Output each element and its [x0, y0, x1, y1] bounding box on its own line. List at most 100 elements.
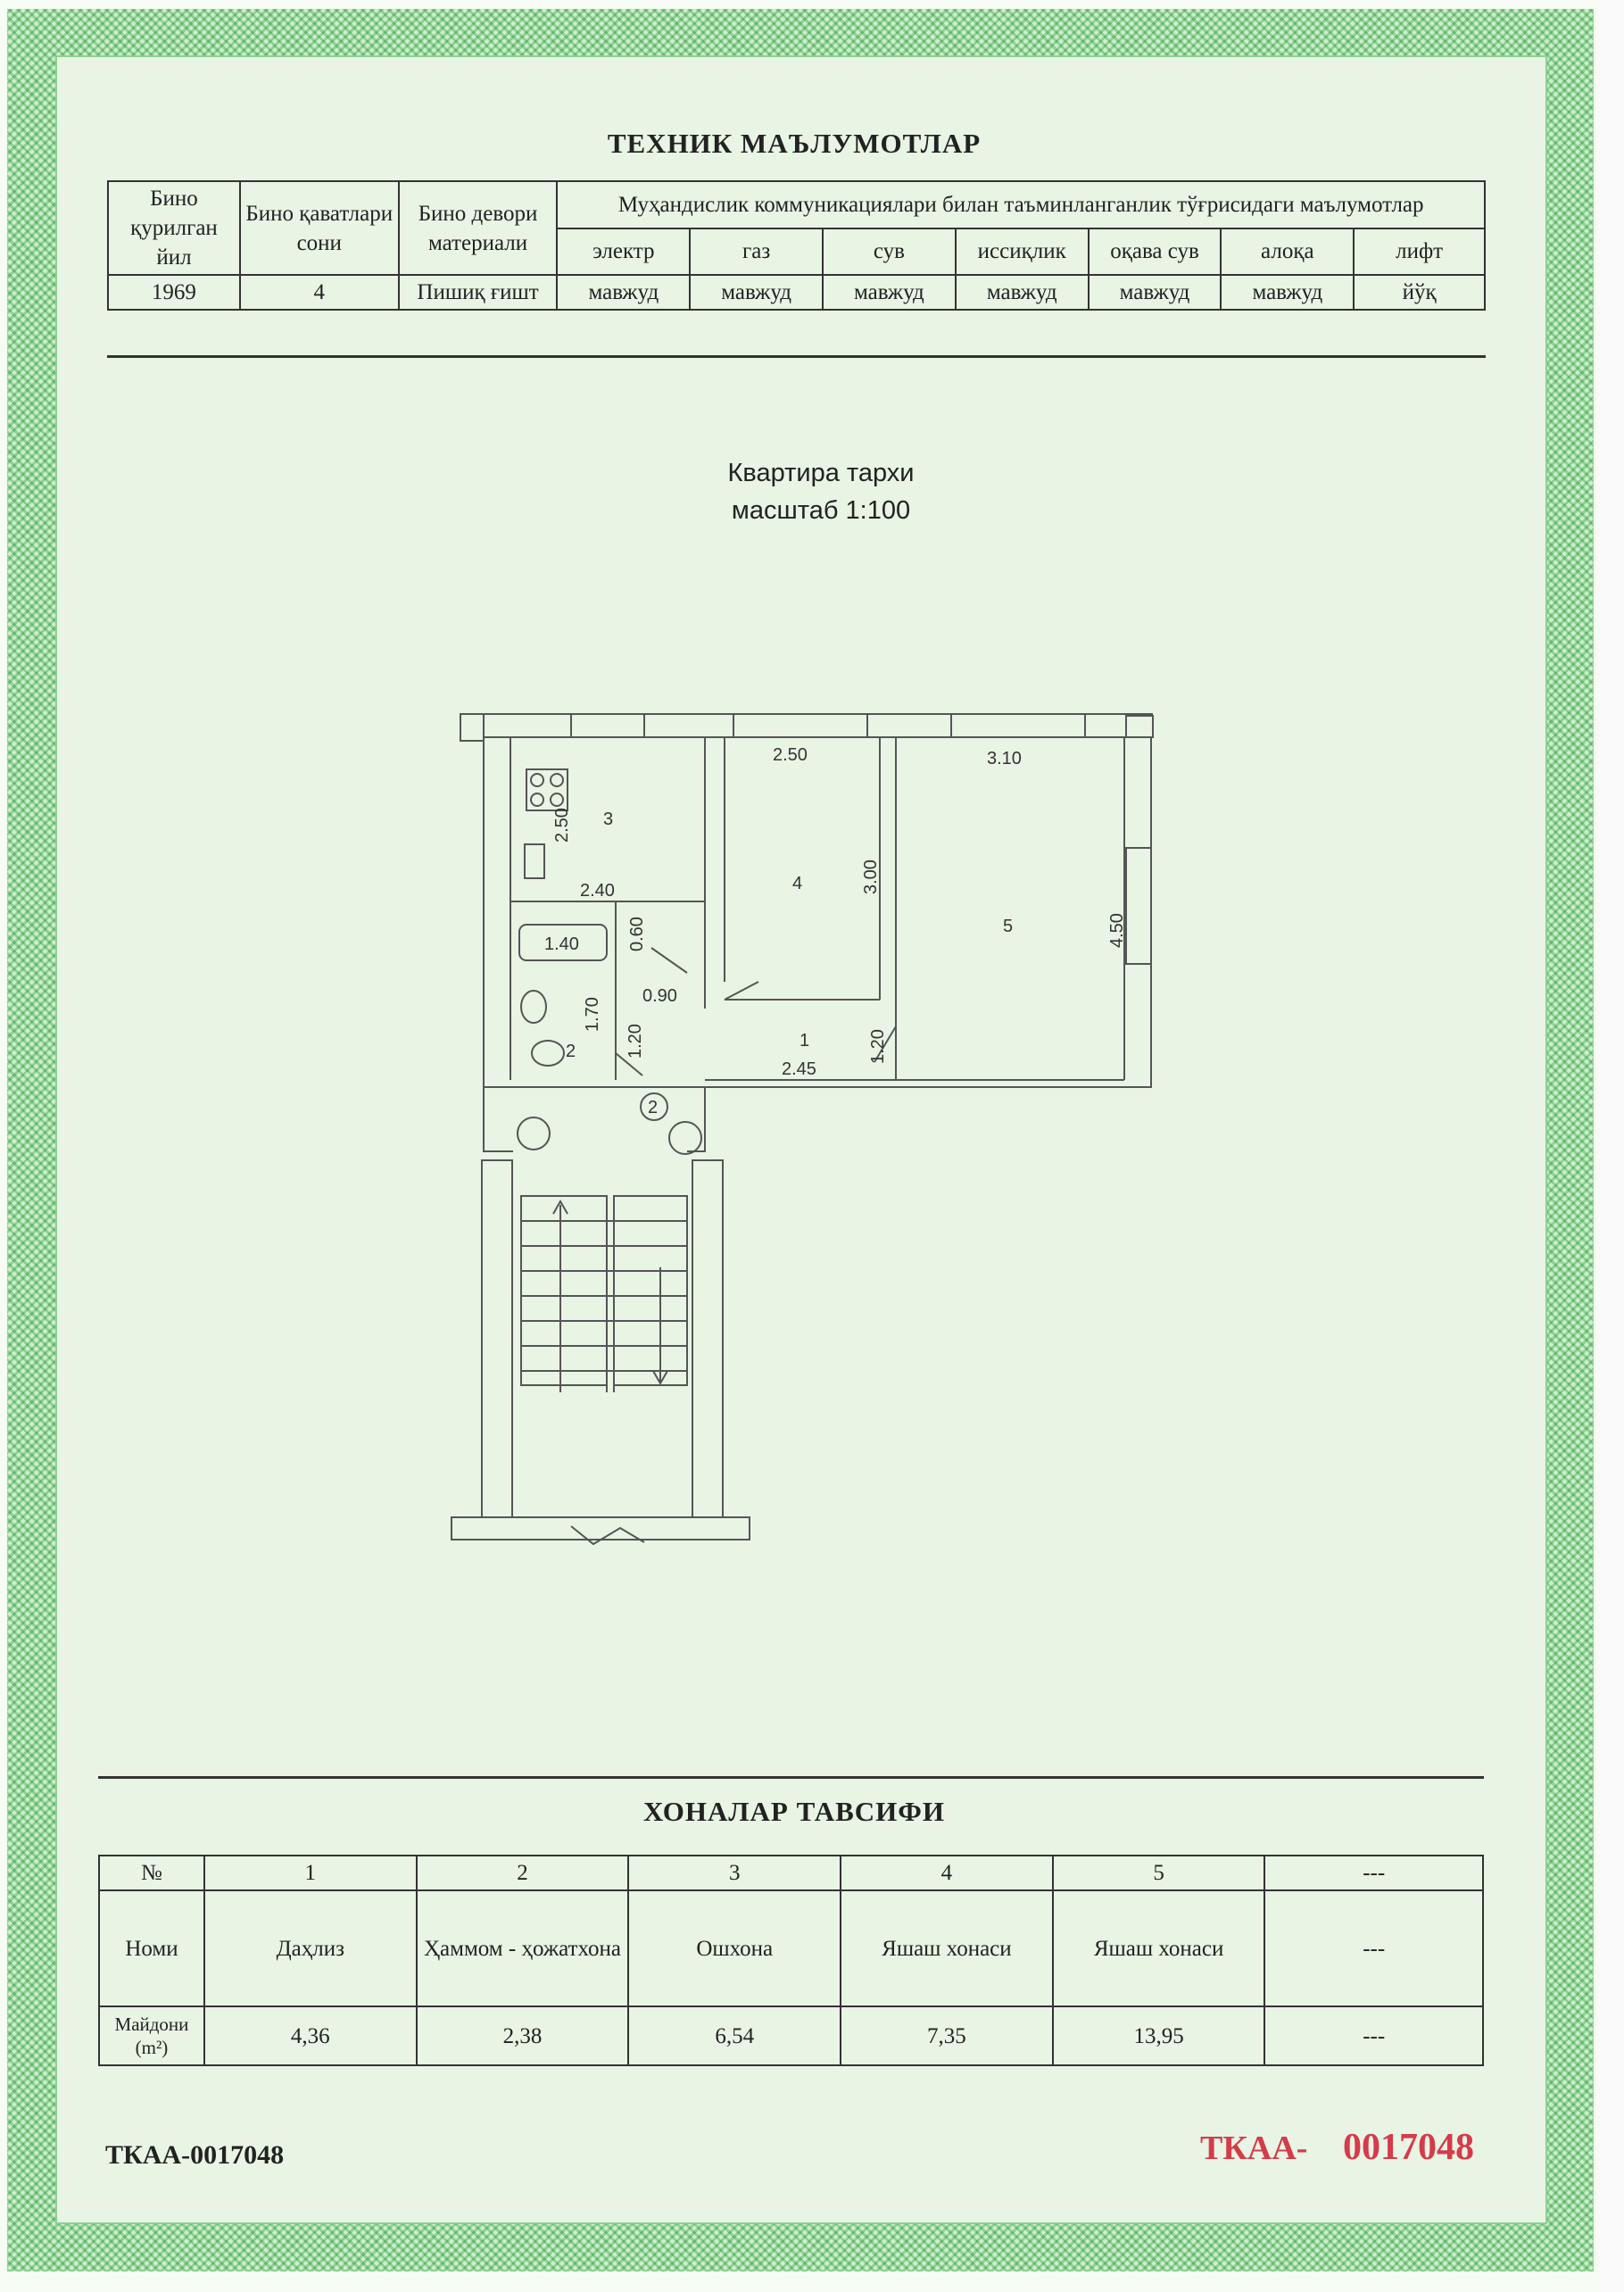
utility-value: йўқ	[1353, 274, 1486, 311]
header-year: Бино қурилган йил	[107, 180, 241, 276]
bathtub-icon	[518, 924, 608, 961]
stair-marker	[640, 1092, 668, 1121]
room-number: 4	[792, 874, 802, 893]
room-area: 4,36	[203, 2006, 418, 2066]
room-area: 13,95	[1051, 2006, 1266, 2066]
room-name: Ҳаммом - ҳожатхона	[415, 1889, 630, 2007]
utility-name: сув	[822, 227, 957, 276]
room-no: 4	[840, 1855, 1054, 1891]
row-label-area: Майдони (m²)	[98, 2006, 205, 2066]
door	[615, 1052, 643, 1076]
room-number: 2	[566, 1042, 576, 1061]
certificate-code: ТКАА-0017048	[105, 2140, 285, 2170]
room-no: 3	[627, 1855, 842, 1891]
utility-value: мавжуд	[1087, 274, 1222, 311]
room-number: 1	[800, 1031, 809, 1050]
dim-label: 3.10	[987, 749, 1022, 768]
burner-icon	[530, 773, 544, 787]
toilet-icon	[531, 1040, 565, 1067]
dim-label: 2.45	[782, 1059, 816, 1079]
header-utilities: Муҳандислик коммуникациялари билан таъми…	[556, 180, 1486, 229]
burner-icon	[550, 793, 564, 807]
dim-label: 2.50	[773, 745, 808, 765]
dim-label: 2.50	[552, 808, 572, 843]
stair-wall	[481, 1159, 513, 1518]
header-wall: Бино девори материали	[397, 180, 559, 276]
rooms-table: № 1 2 3 4 5 --- Номи Даҳлиз Ҳаммом - ҳож…	[98, 1855, 1484, 2066]
room-name: ---	[1264, 1889, 1484, 2007]
dim-label: 4.50	[1107, 913, 1127, 948]
utility-value: мавжуд	[556, 274, 692, 311]
plan-title: Квартира тархи	[727, 459, 915, 487]
dim-label: 1.20	[868, 1029, 888, 1064]
room-area: 6,54	[627, 2006, 842, 2066]
window	[1125, 847, 1152, 965]
washbasin-icon	[520, 990, 547, 1024]
wall-outline	[483, 736, 1152, 1088]
dim-label: 1.20	[626, 1024, 645, 1059]
stair-wall	[687, 1087, 706, 1152]
door	[874, 1026, 897, 1063]
stair-up-arrow-icon	[552, 1199, 568, 1392]
utility-value: мавжуд	[689, 274, 824, 311]
entrance-door	[570, 1525, 645, 1546]
divider-line	[98, 1776, 1484, 1779]
rooms-title: ХОНАЛАР ТАВСИФИ	[642, 1796, 946, 1827]
stair-post-icon	[517, 1117, 551, 1150]
dim-label: 0.90	[642, 986, 677, 1006]
stair-wall	[692, 1159, 724, 1518]
window	[733, 713, 868, 738]
door	[724, 981, 759, 1001]
dim-label: 3.00	[861, 860, 881, 894]
technical-title: ТЕХНИК МАЪЛУМОТЛАР	[607, 128, 982, 159]
value-wall: Пишиқ ғишт	[397, 274, 559, 311]
stair-flight	[520, 1195, 608, 1386]
utility-name: иссиқлик	[954, 227, 1090, 276]
window	[950, 713, 1086, 738]
utility-value: мавжуд	[954, 274, 1090, 311]
room-no: ---	[1264, 1855, 1484, 1891]
room-name: Даҳлиз	[203, 1889, 418, 2007]
burner-icon	[530, 793, 544, 807]
serial-digits: 0017048	[1342, 2127, 1474, 2168]
utility-name: электр	[556, 227, 692, 276]
serial-prefix: ТКАА-	[1200, 2130, 1308, 2167]
sink-icon	[524, 843, 545, 879]
room-name: Ошхона	[627, 1889, 842, 2007]
burner-icon	[550, 773, 564, 787]
value-year: 1969	[107, 274, 241, 311]
plan-scale: масштаб 1:100	[731, 496, 911, 525]
wall-stub	[460, 713, 485, 742]
utility-name: лифт	[1353, 227, 1486, 276]
room-name: Яшаш хонаси	[840, 1889, 1054, 2007]
stair-steps	[521, 1220, 687, 1372]
dim-label: 2.40	[580, 881, 615, 901]
paper-edge	[1599, 0, 1624, 2292]
room-area: ---	[1264, 2006, 1484, 2066]
dim-label: 0.60	[627, 917, 647, 951]
window	[570, 713, 645, 738]
stair-wall	[483, 1087, 513, 1152]
utility-name: оқава сув	[1087, 227, 1222, 276]
divider-line	[107, 355, 1486, 358]
room-no: 5	[1051, 1855, 1266, 1891]
utility-name: алоқа	[1220, 227, 1355, 276]
room-area: 7,35	[840, 2006, 1054, 2066]
room-no: 1	[203, 1855, 418, 1891]
utility-value: мавжуд	[1220, 274, 1355, 311]
room-area: 2,38	[415, 2006, 630, 2066]
stair-landing	[451, 1516, 750, 1540]
stair-flight	[613, 1195, 688, 1386]
stair-down-arrow-icon	[652, 1267, 668, 1386]
dim-label: 1.40	[544, 934, 579, 954]
row-label-number: №	[98, 1855, 205, 1891]
stove-icon	[526, 768, 568, 811]
technical-table: Бино қурилган йил Бино қаватлари сони Би…	[107, 180, 1486, 311]
door	[650, 947, 688, 974]
dim-label: 1.70	[583, 997, 602, 1032]
stair-marker-label: 2	[648, 1098, 658, 1117]
value-floors: 4	[238, 274, 400, 311]
wall-stub	[1125, 715, 1154, 738]
